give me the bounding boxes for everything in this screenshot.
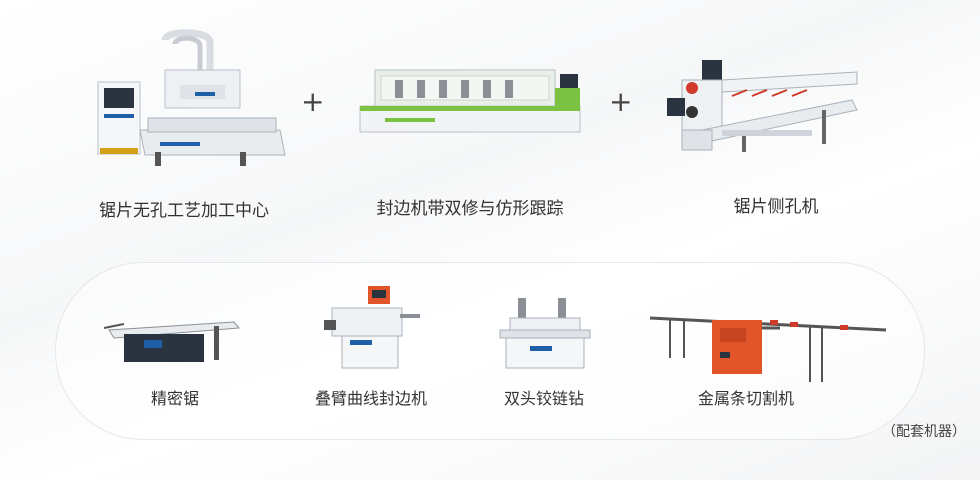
metal-strip-cutter-icon [649,316,887,382]
panel-saw-icon [103,321,241,362]
accessory-note: （配套机器） [882,424,966,440]
side-drilling-machine-icon [667,60,858,152]
plus-sign: + [609,85,633,118]
curve-edge-bander-icon [324,286,420,369]
accessory-machine-label: 叠臂曲线封边机 [314,389,427,408]
main-machine-label: 锯片侧孔机 [733,197,819,217]
plus-sign: + [301,85,325,118]
main-machine-label: 锯片无孔工艺加工中心 [99,201,269,221]
hinge-drill-icon [499,298,591,369]
edge-banding-machine-icon [359,69,581,133]
accessory-machine-label: 精密锯 [150,389,199,408]
main-machine-label: 封边机带双修与仿形跟踪 [376,199,564,219]
accessory-machine-label: 双头铰链钻 [503,389,584,408]
cnc-machining-center-icon [97,29,286,166]
accessory-machine-label: 金属条切割机 [697,389,794,408]
